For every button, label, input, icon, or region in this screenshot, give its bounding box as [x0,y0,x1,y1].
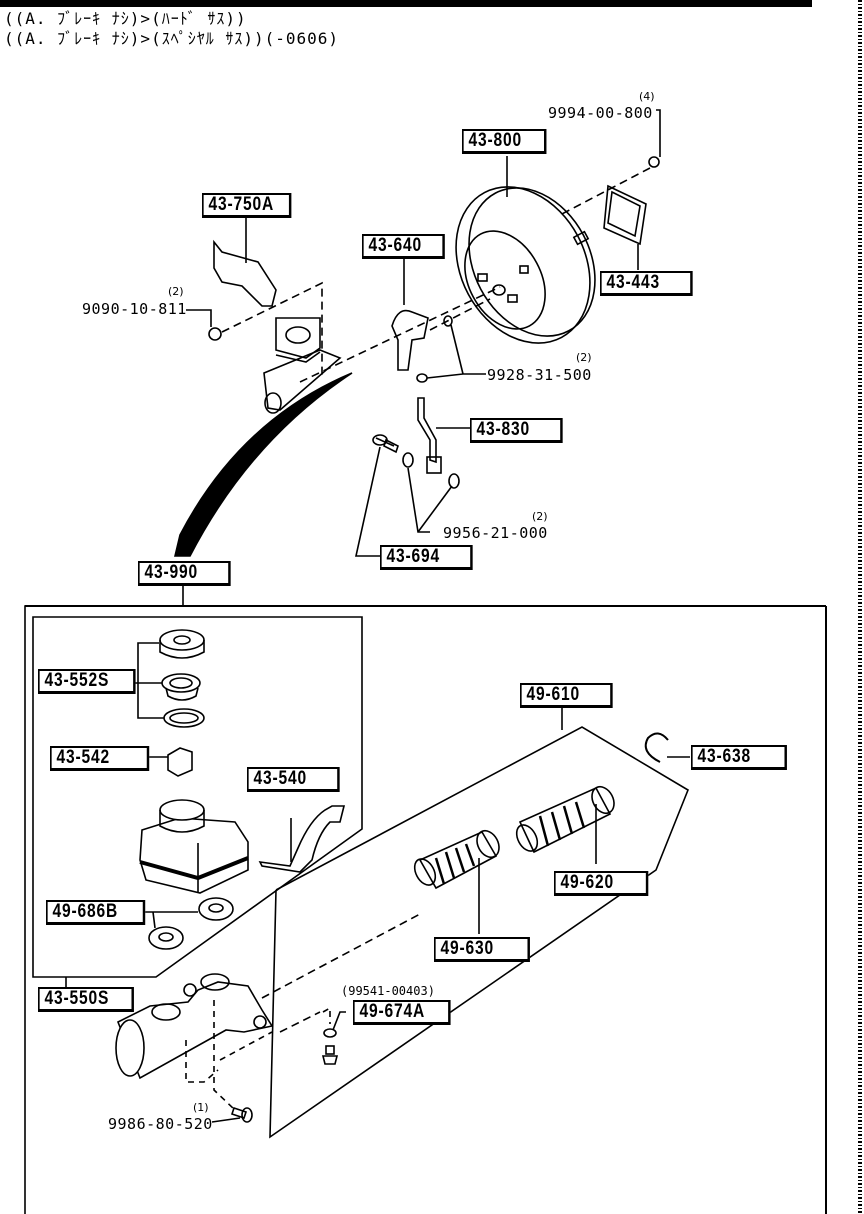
callout-43-800[interactable]: 43-800 [462,129,547,154]
part-number-9994-00-800[interactable]: 9994-00-800 [548,104,653,122]
qty-9928-31-500: (2) [576,351,592,364]
reservoir-cap-drawing [159,629,205,728]
callout-43-830[interactable]: 43-830 [470,418,563,443]
page-edge [858,0,862,1214]
callout-43-640[interactable]: 43-640 [362,234,445,259]
part-number-9956-21-000[interactable]: 9956-21-000 [443,524,548,542]
reservoir-tank-drawing [139,799,249,894]
callout-43-552S[interactable]: 43-552S [38,669,136,694]
model-condition-line-1: ((A. ﾌﾞﾚｰｷ ﾅｼ)>(ﾊｰﾄﾞ ｻｽ)) [4,9,247,28]
callout-43-694[interactable]: 43-694 [380,545,473,570]
callout-43-990[interactable]: 43-990 [138,561,231,586]
qty-9986-80-520: (1) [193,1101,209,1114]
qty-9090-10-811: (2) [168,285,184,298]
callout-49-686B[interactable]: 49-686B [46,900,146,925]
header-bar [0,0,812,7]
callout-49-674A[interactable]: 49-674A [353,1000,451,1025]
qty-9956-21-000: (2) [532,510,548,523]
callout-43-542[interactable]: 43-542 [50,746,150,771]
callout-49-620[interactable]: 49-620 [554,871,649,896]
qty-9994-00-800: (4) [639,90,655,103]
callout-43-638[interactable]: 43-638 [691,745,787,770]
brake-booster-drawing [455,186,596,344]
callout-43-443[interactable]: 43-443 [600,271,693,296]
master-cylinder-body-drawing [115,913,421,1111]
callout-43-540[interactable]: 43-540 [247,767,340,792]
part-number-9928-31-500[interactable]: 9928-31-500 [487,366,592,384]
primary-piston-drawing [515,785,615,854]
callout-49-630[interactable]: 49-630 [434,937,530,962]
secondary-piston-drawing [413,829,500,890]
callout-43-750A[interactable]: 43-750A [202,193,292,218]
master-cylinder-top-drawing [263,286,501,414]
callout-43-550S[interactable]: 43-550S [38,987,134,1012]
part-number-9090-10-811[interactable]: 9090-10-811 [82,300,187,318]
callout-49-610[interactable]: 49-610 [520,683,613,708]
model-condition-line-2: ((A. ﾌﾞﾚｰｷ ﾅｼ)>(ｽﾍﾟｼﾔﾙ ｻｽ))(-0606) [4,29,340,48]
part-number-9986-80-520[interactable]: 9986-80-520 [108,1115,213,1133]
note-99541-00403: (99541-00403) [341,984,435,998]
